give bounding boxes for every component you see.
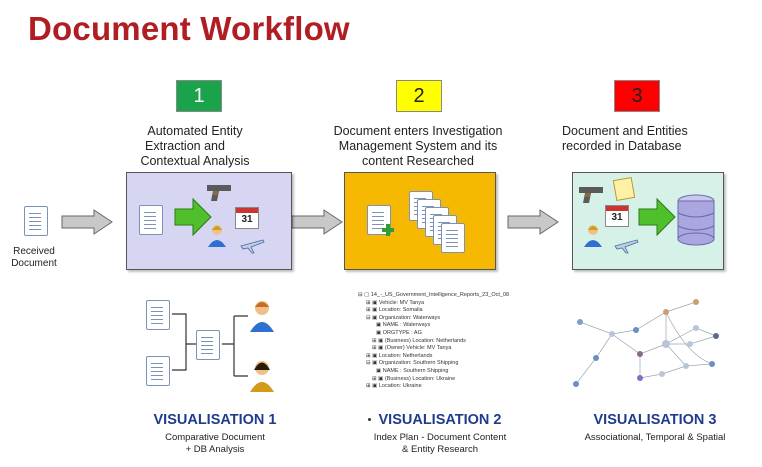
page-title: Document Workflow (28, 10, 350, 47)
note-icon (613, 177, 635, 201)
database-panel: 31 (572, 172, 724, 270)
gun-icon (207, 185, 231, 201)
tree-item[interactable]: ▣ NAME : Waterways (376, 322, 431, 329)
network-node (683, 363, 689, 369)
network-node (577, 319, 583, 325)
step-3-description: Document and Entities recorded in Databa… (562, 124, 712, 154)
plus-icon (382, 224, 394, 236)
step-1-badge: 1 (176, 80, 222, 112)
person-icon (584, 225, 602, 247)
network-node (693, 299, 699, 305)
person-icon (208, 225, 226, 247)
desc-line: content Researched (362, 154, 474, 168)
desc-line: Contextual Analysis (140, 154, 250, 168)
desc-line: Automated Entity (147, 124, 243, 138)
desc-line: Extraction and (145, 139, 225, 153)
person-icon (250, 301, 274, 332)
network-node (662, 340, 670, 348)
step-number: 3 (631, 85, 643, 107)
green-arrow-icon (638, 197, 676, 237)
tree-item[interactable]: ⊟ ▣ Organization: Southern Shipping (366, 360, 459, 367)
network-node (693, 325, 699, 331)
desc-line: Document enters Investigation (333, 124, 503, 138)
network-node (659, 371, 665, 377)
desc-line: recorded in Database (562, 139, 682, 153)
tree-item[interactable]: ⊟ ▢ 14_-_US_Government_Intelligence_Repo… (358, 292, 510, 298)
network-node (663, 309, 669, 315)
document-icon (146, 300, 170, 330)
calendar-icon: 31 (235, 207, 259, 229)
step-1-description: Automated Entity Extraction and Contextu… (120, 124, 270, 169)
arrow-icon (507, 209, 559, 235)
visualisation-1-graphic (140, 294, 300, 400)
airplane-icon (240, 239, 265, 254)
bullet-dot (368, 418, 371, 421)
document-icon (196, 330, 220, 360)
tree-item[interactable]: ⊞ ▣ Vehicle: MV Tanya (366, 299, 425, 306)
desc-line: Management System and its (338, 139, 498, 153)
step-2-badge: 2 (396, 80, 442, 112)
step-2-description: Document enters Investigation Management… (318, 124, 518, 169)
visualisation-1-subtitle: Comparative Document + DB Analysis (165, 432, 265, 455)
tree-item[interactable]: ⊞ ▣ (Owner) Vehicle: MV Tanya (372, 345, 452, 352)
tree-item[interactable]: ▣ NAME : Southern Shipping (376, 367, 449, 374)
visualisation-2-title: VISUALISATION 2 (378, 412, 502, 428)
network-node (633, 327, 639, 333)
green-arrow-icon (174, 197, 212, 237)
network-graph (573, 299, 719, 387)
arrow-icon (61, 209, 113, 235)
tree-item[interactable]: ⊞ ▣ (Business) Location: Netherlands (372, 337, 466, 344)
network-node (637, 375, 643, 381)
extraction-panel: 31 (126, 172, 292, 270)
received-label: Received Document (11, 246, 57, 269)
step-number: 2 (413, 85, 425, 107)
visualisation-1-title: VISUALISATION 1 (153, 412, 277, 428)
entity-tree: ⊟ ▢ 14_-_US_Government_Intelligence_Repo… (358, 292, 518, 396)
database-icon (677, 194, 715, 246)
network-node (709, 361, 715, 367)
visualisation-3-title: VISUALISATION 3 (593, 412, 717, 428)
network-node (637, 351, 643, 357)
received-document-icon (24, 206, 48, 236)
document-icon (441, 223, 465, 253)
investigation-panel (344, 172, 496, 270)
document-icon (146, 356, 170, 386)
calendar-icon: 31 (605, 205, 629, 227)
network-nodes (573, 299, 719, 387)
tree-item[interactable]: ⊞ ▣ Location: Somalia (366, 307, 423, 314)
calendar-day: 31 (241, 214, 253, 225)
visualisation-2-subtitle: Index Plan - Document Content & Entity R… (373, 432, 507, 455)
visualisation-3-subtitle: Associational, Temporal & Spatial (584, 432, 726, 443)
tree-item[interactable]: ⊞ ▣ Location: Netherlands (366, 352, 433, 359)
gun-icon (579, 187, 603, 203)
person-icon (250, 361, 274, 392)
tree-item[interactable]: ▣ ORGTYPE : AG (376, 329, 422, 336)
airplane-icon (614, 239, 639, 254)
network-node (687, 341, 693, 347)
step-number: 1 (193, 85, 205, 107)
tree-item[interactable]: ⊞ ▣ Location: Ukraine (366, 383, 422, 390)
network-node (593, 355, 599, 361)
connector-lines (172, 313, 248, 377)
tree-item[interactable]: ⊟ ▣ Organization: Waterways (366, 314, 441, 321)
tree-item[interactable]: ⊞ ▣ (Business) Location: Ukraine (372, 375, 456, 382)
network-node (573, 381, 579, 387)
arrow-icon (291, 209, 343, 235)
document-icon (139, 205, 163, 235)
network-node (713, 333, 719, 339)
network-node (609, 331, 615, 337)
step-3-badge: 3 (614, 80, 660, 112)
calendar-day: 31 (611, 212, 623, 223)
desc-line: Document and Entities (562, 124, 688, 138)
